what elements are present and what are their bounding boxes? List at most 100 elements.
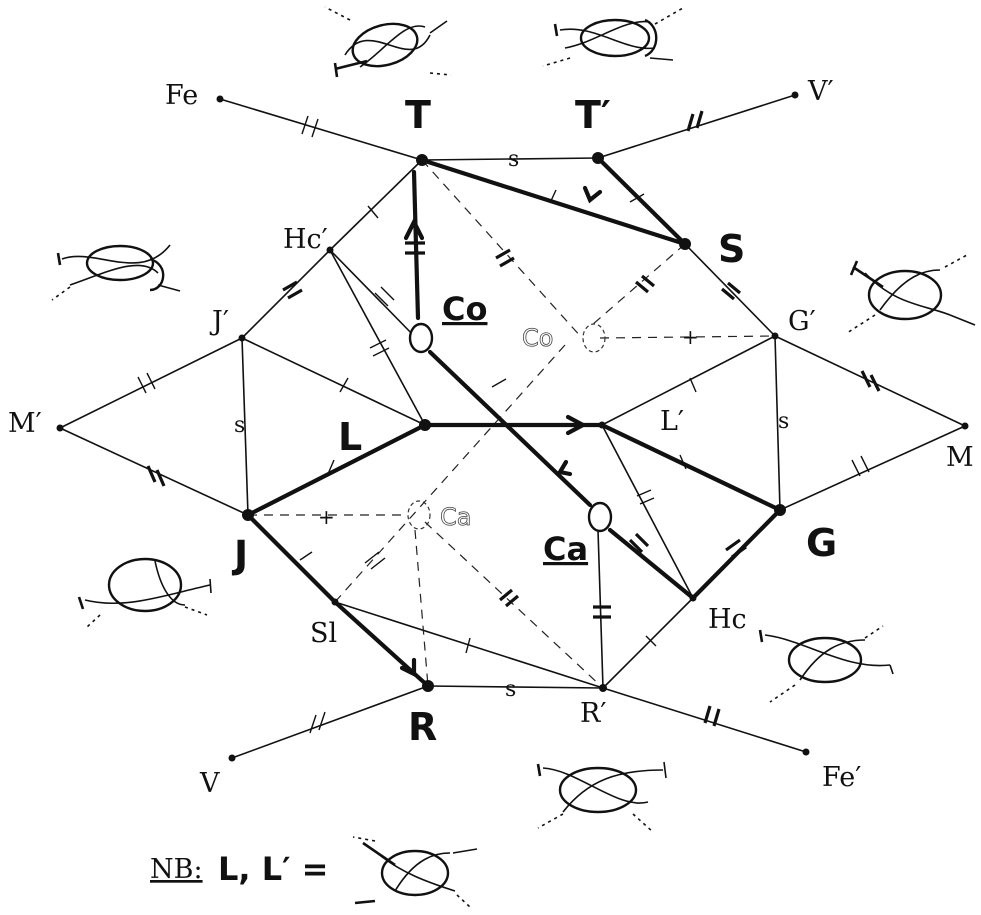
label-S: S [718,227,745,271]
label-Vprime: V′ [807,76,834,107]
node-V [229,755,236,762]
node-Feprime [803,749,810,756]
label-Feprime: Fe′ [822,762,861,793]
edge-Gprime-M [775,336,965,426]
label-Co: Co [442,290,487,328]
tick [381,287,394,300]
edge-mark-plus-upper: + [682,325,699,349]
edge-Mprime-J [60,428,248,515]
edge-mark-plus-lower: + [318,505,335,529]
edge-M-G [780,426,965,510]
tick [642,276,654,286]
label-Sl: Sl [310,618,337,649]
node-Fe [217,96,224,103]
knot-drawing-top-right [543,8,683,66]
tick [370,340,386,348]
footnote-text: L, L′ = [218,850,328,888]
node-Rprime [599,684,607,692]
label-Hc: Hc [708,604,747,635]
edge-ticks [138,111,879,733]
tick [690,378,696,392]
footnote: NB: L, L′ = [150,850,328,888]
tick [496,250,510,258]
knot-drawing-bottom [538,762,666,832]
label-R: R [408,705,437,749]
tick [722,289,734,299]
edge-Ca-Rprime [598,530,603,688]
edge-Lprime-Hc [602,425,693,598]
label-Ca-dashed: Ca [440,503,471,531]
bold-T-S [422,160,685,244]
tick [138,377,146,393]
arrow-Tprime-S [585,188,600,200]
node-T [416,154,428,166]
tick [861,456,869,472]
label-Fe: Fe [165,80,198,111]
label-Mprime: M′ [8,408,42,439]
bold-J-L [248,425,425,515]
tick [726,540,740,550]
tick [728,283,740,293]
knot-drawing-right-lower [760,626,893,702]
label-M: M [946,442,974,473]
edge-mark-s-left: s [234,413,245,438]
knot-drawing-right-upper [847,255,975,333]
tick [637,490,651,496]
node-Gprime [772,333,779,340]
node-Hc [690,595,697,602]
edge-V-R [232,686,428,758]
edge-mark-s-right: s [778,409,789,434]
tick [500,590,512,600]
edge-Hcprime-Jprime [242,250,330,338]
dashed-Co-Sl [335,345,565,602]
node-R [422,680,434,692]
knot-drawing-top-left [325,7,451,77]
label-Ca: Ca [543,530,588,568]
tick [862,371,870,387]
tick [506,596,518,606]
node-Mprime [57,425,64,432]
label-Co-dashed: Co [522,324,553,352]
tick [871,375,879,391]
tick [310,715,316,733]
edge-mark-s-top: s [508,147,519,172]
tick [371,558,385,569]
tick [288,290,302,298]
label-T: T [405,93,431,137]
node-labels: T T′ S Fe V′ Hc′ J′ M′ G′ M Co Co L L′ J… [8,76,974,799]
bold-Ca-Hc [610,530,693,598]
bold-Lprime-G [602,425,780,510]
bold-Co-T [414,172,418,318]
node-J [242,509,254,521]
label-Lprime: L′ [660,406,684,437]
tick [157,470,164,486]
node-Tprime [592,152,604,164]
edge-Sl-Rprime [335,602,603,688]
node-Lprime [599,422,606,429]
tick [375,293,388,306]
label-Tprime: T′ [575,93,611,137]
edge-Jprime-L [242,338,425,425]
label-L: L [338,415,362,459]
edge-Hcprime-Co [330,250,418,340]
footnote-prefix: NB: [150,854,203,885]
knot-drawing-note [353,837,477,907]
node-Co [410,324,432,352]
node-Vprime [792,92,799,99]
edge-Gprime-Lprime [602,336,775,425]
tick [492,379,506,387]
tick [300,552,312,560]
node-G [774,504,786,516]
label-V: V [199,768,220,799]
node-Jprime [239,335,246,342]
tick [319,712,325,730]
node-Ca [589,503,611,531]
label-Jprime: J′ [209,306,229,337]
label-Hcprime: Hc′ [283,224,328,255]
label-J: J [231,533,248,577]
knot-drawing-left-upper [52,245,180,300]
node-Sl [332,599,339,606]
tick [852,460,860,476]
